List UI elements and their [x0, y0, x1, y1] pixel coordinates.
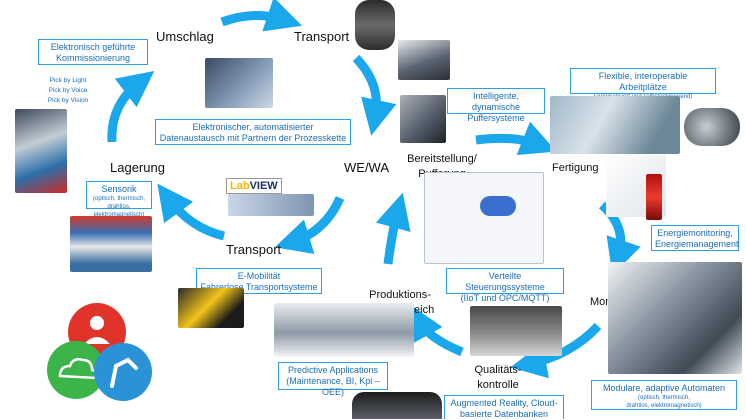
- box-augmented-line2: basierte Datenbanken: [459, 409, 549, 419]
- pick-voice: Pick by Voice: [48, 87, 88, 94]
- photo-red-device: [646, 174, 662, 220]
- box-sensorik-title: Sensorik: [101, 184, 137, 194]
- photo-buffer-robot: [400, 95, 446, 143]
- station-transport-top: Transport: [294, 29, 350, 44]
- cloud-circle-icon: [47, 341, 105, 399]
- photo-hololens-headset: [352, 392, 442, 419]
- box-predictive-line2: (Maintenance, BI, Kpi – OEE): [286, 376, 380, 397]
- photo-touchscreen-presenter: [205, 58, 273, 108]
- photo-modular-automats: [608, 262, 742, 374]
- box-automaten: Modulare, adaptive Automaten (optisch, t…: [591, 380, 737, 410]
- box-kommissionierung: Elektronisch geführte Kommissionierung: [38, 39, 148, 65]
- photo-spiral-conveyor: [355, 0, 395, 50]
- box-puffersysteme-line2: Puffersysteme: [467, 113, 525, 123]
- station-umschlag: Umschlag: [156, 29, 214, 44]
- box-puffersysteme: Intelligente, dynamische Puffersysteme: [447, 88, 545, 123]
- box-steuerung-line1: Verteilte Steuerungssysteme: [465, 271, 545, 292]
- photo-control-architecture: [424, 172, 544, 264]
- station-qualitaet-line1: Qualitäts-: [474, 364, 522, 376]
- photo-labview-screen: [228, 194, 314, 216]
- box-sensorik: Sensorik (optisch, thermisch, drahtlos, …: [86, 181, 152, 218]
- photo-quality-cell: [470, 306, 562, 356]
- station-qualitaet: Qualitäts- kontrolle: [466, 363, 530, 393]
- photo-storage-shelves: [70, 216, 152, 272]
- arrow-transport-to-we: [352, 54, 397, 136]
- arrow-qualitaet-to-produktion: [409, 304, 464, 357]
- arrow-transport-to-lagerung: [157, 183, 226, 241]
- station-lagerung: Lagerung: [110, 160, 165, 175]
- box-steuerung-line2: (IIoT und OPC/MQTT): [460, 293, 550, 303]
- arrow-fertigung-to-montage: [598, 201, 641, 276]
- labview-logo: LabVIEW: [226, 178, 282, 194]
- station-transport-bottom: Transport: [226, 242, 282, 257]
- pick-vision: Pick by Vision: [47, 97, 89, 104]
- arrow-montage-to-qualitaet: [510, 322, 602, 379]
- box-sensorik-sub1: (optisch, thermisch,: [92, 196, 146, 202]
- photo-production-line-model: [274, 303, 414, 357]
- station-bereitstellung-line1: Bereitstellung/: [407, 153, 477, 165]
- station-produktion-line1: Produktions-: [369, 289, 431, 301]
- labview-logo-lab: Lab: [230, 180, 250, 192]
- box-puffersysteme-line1: Intelligente, dynamische: [471, 91, 521, 112]
- box-augmented-line1: Augmented Reality, Cloud-: [450, 398, 558, 408]
- box-predictive-line1: Predictive Applications: [287, 365, 379, 375]
- box-emobilitaet-line2: Fahrerlose Transportsysteme: [200, 282, 318, 292]
- user-head-icon: [90, 316, 104, 330]
- station-fertigung: Fertigung: [552, 162, 599, 174]
- box-predictive: Predictive Applications (Maintenance, BI…: [278, 362, 388, 397]
- user-body-icon: [84, 337, 110, 344]
- photo-agv-vehicle: [178, 288, 244, 328]
- arrow-lagerung-to-umschlag: [107, 71, 155, 143]
- box-steuerung: Verteilte Steuerungssysteme (IIoT und OP…: [446, 268, 564, 303]
- box-augmented: Augmented Reality, Cloud- basierte Daten…: [444, 395, 564, 419]
- pick-methods: Pick by Light Pick by Voice Pick by Visi…: [38, 76, 98, 106]
- photo-picking-worker: [15, 109, 67, 193]
- box-automaten-title: Modulare, adaptive Automaten: [602, 383, 726, 393]
- box-energie-line2: Energiemanagement: [655, 239, 739, 249]
- photo-workshop-hall: [550, 96, 680, 154]
- box-kommissionierung-line1: Elektronisch geführte: [50, 42, 136, 52]
- robot-arm-icon: [110, 357, 138, 388]
- robot-circle-icon: [94, 343, 152, 401]
- photo-conveyor-belt: [398, 40, 450, 80]
- box-datenaustausch-line1: Elektronischer, automatisierter: [192, 122, 314, 132]
- cloud-graphic: [480, 196, 516, 216]
- box-datenaustausch: Elektronischer, automatisierter Datenaus…: [155, 119, 351, 145]
- box-arbeitsplaetze-line1: Flexible, interoperable Arbeitplätze: [598, 71, 688, 92]
- station-we-wa: WE/WA: [344, 160, 390, 175]
- box-automaten-sub1: (optisch, thermisch,: [637, 395, 691, 401]
- arrow-we-to-transport: [274, 196, 345, 254]
- arrow-produktion-to-we: [375, 192, 411, 265]
- box-datenaustausch-line2: Datenaustausch mit Partnern der Prozessk…: [159, 133, 347, 143]
- arrow-we-to-fertigung: [475, 121, 557, 156]
- box-emobilitaet-line1: E-Mobilität: [237, 271, 281, 281]
- pick-light: Pick by Light: [49, 77, 87, 84]
- icon-cluster: [47, 303, 152, 401]
- box-sensorik-sub2: drahtlos, elektromagnetisch): [93, 204, 145, 218]
- labview-logo-view: VIEW: [249, 180, 278, 192]
- box-kommissionierung-line2: Kommissionierung: [55, 53, 131, 63]
- box-energie-line1: Energiemonitoring,: [657, 228, 733, 238]
- box-arbeitsplaetze: Flexible, interoperable Arbeitplätze (au…: [570, 68, 716, 100]
- box-energie: Energiemonitoring, Energiemanagement: [651, 225, 739, 251]
- box-automaten-sub2: drahtlos, elektromagnetisch): [626, 403, 702, 409]
- photo-electric-motor: [684, 108, 740, 146]
- arrow-umschlag-to-transport: [220, 0, 303, 32]
- station-qualitaet-line2: kontrolle: [477, 379, 519, 391]
